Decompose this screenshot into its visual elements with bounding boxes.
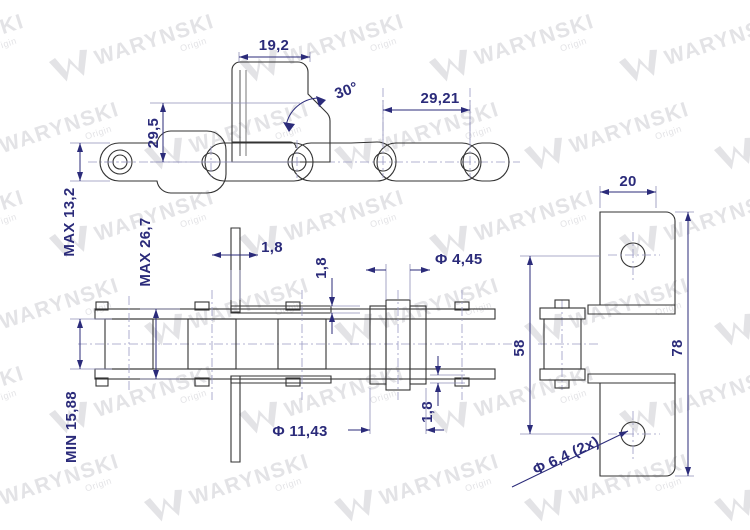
end-view-plate-top [539, 307, 586, 320]
lower-bracket-plate [599, 382, 676, 477]
dim-label-58: 58 [511, 339, 528, 356]
end-view-pin-bottom [554, 379, 570, 389]
dim-label-1-8-c: 1,8 [419, 401, 436, 423]
dim-label-max-26-7: MAX 26,7 [137, 217, 154, 286]
lower-bracket-foot [587, 373, 676, 384]
dim-label-1-8-b: 1,8 [313, 257, 330, 279]
upper-bracket-plate [599, 211, 676, 306]
dimension-20: 20 [599, 173, 657, 208]
bracket-arm-lower [230, 375, 241, 463]
pin-boss-bot-1 [194, 377, 210, 387]
bracket-arm-upper [230, 227, 241, 313]
dim-label-min-15-88: MIN 15,88 [63, 391, 80, 463]
dim-label-max-13-2: MAX 13,2 [61, 187, 78, 256]
dimension-1-8-vertical-lower: 1,8 [419, 356, 465, 423]
dimension-29-21: 29,21 [382, 90, 471, 140]
dimension-1-8-vertical-upper: 1,8 [313, 257, 360, 334]
dim-label-dia-11-43: Φ 11,43 [272, 423, 327, 440]
dimension-29-5: 29,5 [145, 102, 300, 163]
section-hatch-left [369, 305, 387, 385]
dimension-max-13-2: MAX 13,2 [61, 142, 110, 257]
bracket-web-lower [230, 375, 332, 384]
chain-link-5 [462, 142, 510, 182]
upper-bracket-foot [587, 304, 676, 315]
dimension-dia-11-43: Φ 11,43 [272, 388, 444, 440]
dimension-30-deg: 30° [283, 79, 360, 132]
sectioned-connector [369, 290, 427, 400]
plan-section-view: MAX 26,7 MIN 15,88 1,8 [63, 217, 520, 463]
dim-label-20: 20 [619, 173, 636, 190]
chain-link-3 [291, 141, 397, 182]
connector-pin [385, 299, 411, 391]
dim-label-78: 78 [669, 339, 686, 356]
dim-label-29-21: 29,21 [420, 90, 459, 107]
pin-boss-top-0 [95, 301, 109, 311]
pin-boss-bot-0 [95, 377, 109, 387]
pin-boss-bot-2 [285, 377, 301, 387]
end-view-plate-bottom [539, 368, 586, 381]
dim-label-29-5: 29,5 [145, 118, 162, 148]
dimension-max-26-7: MAX 26,7 [137, 217, 180, 380]
end-view-bracket: 20 58 78 Φ 6,4 (2x) [511, 173, 694, 488]
bracket-web-upper [230, 305, 332, 314]
dimension-dia-4-45: Φ 4,45 [366, 251, 482, 300]
dimension-1-8-horizontal: 1,8 [212, 239, 283, 300]
roller-centerlines [128, 290, 463, 400]
end-view-pin-top [554, 299, 570, 309]
dimension-58: 58 [511, 255, 600, 435]
attachment-flag-plate [231, 61, 331, 163]
dim-label-dia-4-45: Φ 4,45 [435, 251, 482, 268]
side-elevation-view: 19,2 29,5 30° 29,21 [61, 37, 520, 257]
dimension-dia-6-4: Φ 6,4 (2x) [511, 430, 629, 488]
section-hatch-right [409, 305, 427, 385]
dim-label-1-8-a: 1,8 [261, 239, 283, 256]
upper-hole-centerlines [608, 232, 660, 280]
lower-hole-centerlines [608, 411, 660, 459]
dim-label-dia-6-4: Φ 6,4 (2x) [530, 433, 602, 478]
pin-centerlines [104, 88, 471, 178]
dim-label-19-2: 19,2 [259, 37, 289, 54]
pin-boss-top-1 [194, 301, 210, 311]
dimension-19-2: 19,2 [238, 37, 311, 62]
dimension-78: 78 [669, 211, 694, 477]
chain-link-4 [376, 142, 482, 182]
dimension-min-15-88: MIN 15,88 [63, 318, 112, 463]
dim-label-30-deg: 30° [332, 79, 360, 103]
chain-link-2 [204, 142, 314, 182]
